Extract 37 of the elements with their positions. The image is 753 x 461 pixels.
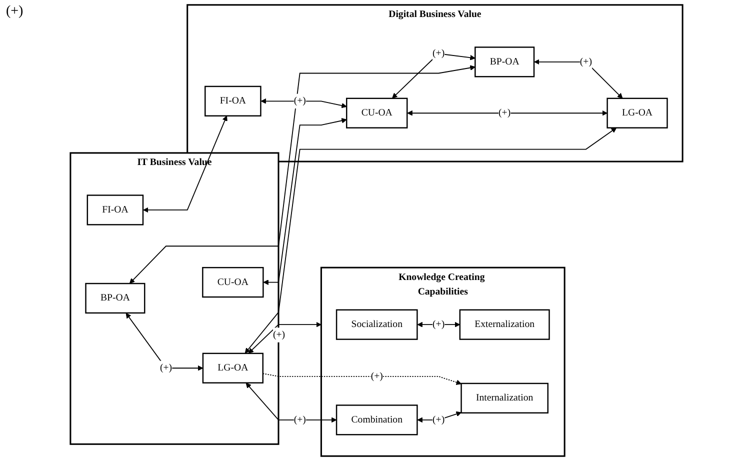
relation-sign: (+) xyxy=(6,4,24,19)
node-box: Internalization xyxy=(460,382,548,414)
node-box: Externalization xyxy=(459,309,550,340)
arrow xyxy=(244,128,617,354)
node-box: LG-OA xyxy=(606,98,668,128)
edge-label: (+) xyxy=(160,362,172,374)
edge-label: (+) xyxy=(432,48,445,59)
arrow xyxy=(246,382,337,423)
node-box: CU-OA xyxy=(346,98,408,128)
node-box: Combination xyxy=(336,404,418,436)
node-box: BP-OA xyxy=(474,46,535,78)
node-box: Socialization xyxy=(336,309,418,340)
arrow xyxy=(143,116,228,213)
edge-label: (+) xyxy=(432,319,445,330)
arrow xyxy=(392,53,476,98)
node-box: BP-OA xyxy=(85,282,146,314)
node-box: FI-OA xyxy=(86,194,144,226)
arrow xyxy=(417,322,460,328)
arrow xyxy=(260,98,347,108)
edge-label: (+) xyxy=(294,96,306,106)
arrow xyxy=(248,322,322,354)
edge-label: (+) xyxy=(370,370,383,382)
arrow xyxy=(262,373,462,385)
edge-label: (+) xyxy=(432,414,445,425)
node-box: LG-OA xyxy=(202,352,264,384)
edge-label: (+) xyxy=(294,414,306,425)
edge-label: (+) xyxy=(498,108,511,118)
arrow xyxy=(407,110,608,116)
arrow xyxy=(263,118,347,285)
arrow xyxy=(126,312,204,371)
arrow xyxy=(534,59,623,99)
arrow xyxy=(417,411,462,423)
edge-label: (+) xyxy=(272,330,286,340)
arrow xyxy=(129,65,476,284)
edge-label: (+) xyxy=(580,56,592,67)
node-box: FI-OA xyxy=(204,86,262,116)
node-box: CU-OA xyxy=(202,266,264,298)
